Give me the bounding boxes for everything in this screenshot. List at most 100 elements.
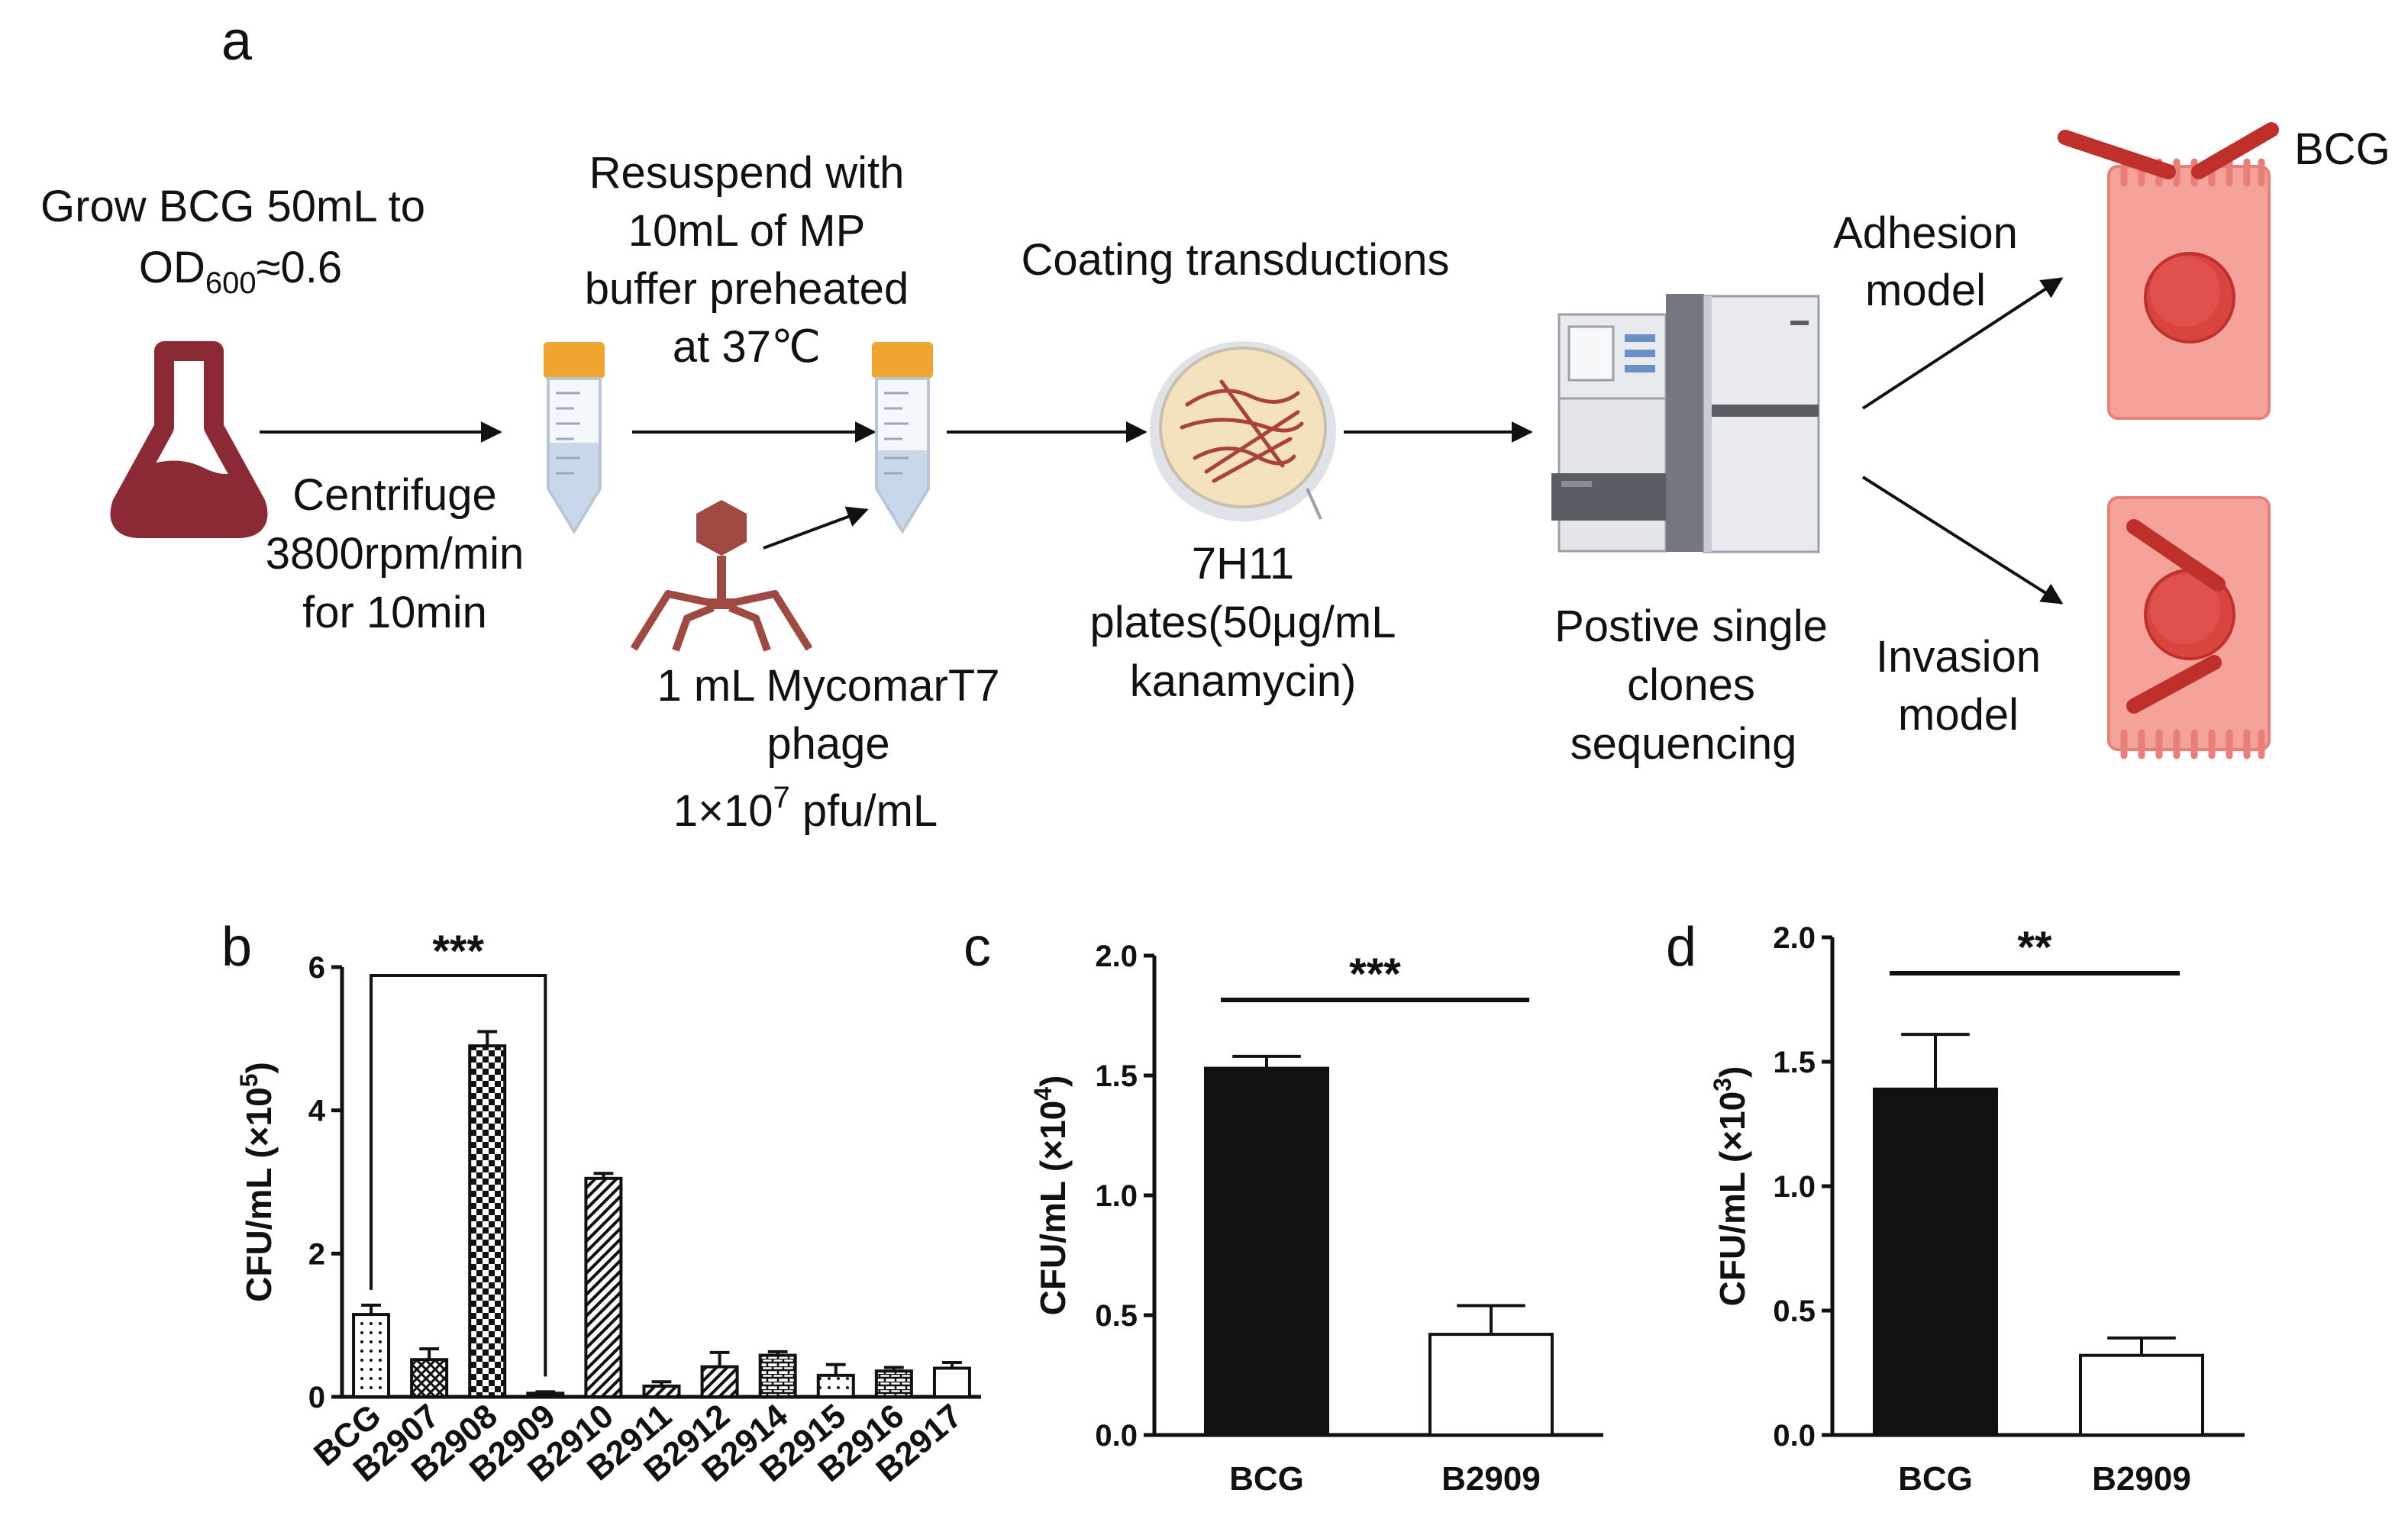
y-tick-label: 2 bbox=[308, 1237, 325, 1271]
sequencing-line1: Postive single bbox=[1554, 601, 1828, 651]
invasion-cell-icon bbox=[2107, 496, 2271, 759]
grow-text-line1: Grow BCG 50mL to bbox=[40, 182, 425, 231]
phage-line2: phage bbox=[767, 719, 889, 769]
significance-label: *** bbox=[1349, 950, 1401, 999]
resuspend-line2: 10mL of MP bbox=[628, 206, 866, 256]
y-tick-label: 6 bbox=[308, 951, 325, 985]
y-tick-label: 0 bbox=[308, 1381, 325, 1414]
grow-text-line2: OD600≈0.6 bbox=[139, 243, 342, 300]
resuspend-line3: buffer preheated bbox=[585, 264, 909, 314]
category-label: BCG bbox=[1898, 1460, 1973, 1498]
arrow-to-adhesion bbox=[1861, 277, 2064, 410]
significance-label: *** bbox=[432, 927, 484, 976]
adhesion-line2: model bbox=[1865, 266, 1986, 315]
y-axis-label-base: CFU/mL (×10 bbox=[239, 1087, 279, 1302]
plates-line1: 7H11 bbox=[1192, 539, 1294, 589]
arrow-to-invasion bbox=[1861, 476, 2064, 605]
bar-B2917 bbox=[932, 1366, 971, 1399]
tube-icon-1 bbox=[544, 342, 605, 534]
y-axis-label-end: ) bbox=[1033, 1075, 1073, 1087]
bar-B2910 bbox=[584, 1176, 623, 1399]
y-axis-label-end: ) bbox=[1712, 1066, 1752, 1078]
panel-b-letter: b bbox=[221, 917, 252, 978]
od-label: OD bbox=[139, 243, 205, 292]
y-axis-label-end: ) bbox=[239, 1062, 279, 1073]
bar-BCG bbox=[1204, 1066, 1329, 1437]
y-axis-label-exponent: 5 bbox=[235, 1073, 263, 1087]
centrifuge-line3: for 10min bbox=[302, 588, 487, 637]
phage-line1: 1 mL MycomarT7 bbox=[657, 661, 999, 711]
bcg-label: BCG bbox=[2294, 124, 2390, 174]
coating-text: Coating transductions bbox=[1022, 235, 1450, 285]
plates-line2: plates(50μg/mL bbox=[1090, 598, 1396, 647]
bar-B2907 bbox=[410, 1358, 449, 1398]
y-axis-label-base: CFU/mL (×10 bbox=[1712, 1092, 1752, 1307]
sequencer-icon bbox=[1551, 294, 1820, 553]
bar-B2916 bbox=[874, 1369, 913, 1398]
y-tick-label: 0.0 bbox=[1095, 1419, 1138, 1453]
titer-exponent: 7 bbox=[773, 781, 789, 814]
bar-BCG bbox=[1873, 1087, 1998, 1437]
y-tick-label: 2.0 bbox=[1095, 940, 1138, 973]
sequencing-line3: sequencing bbox=[1570, 719, 1797, 769]
centrifuge-line1: Centrifuge bbox=[292, 470, 497, 520]
arrow-phage-to-tube bbox=[763, 506, 869, 550]
y-axis-label-exponent: 4 bbox=[1029, 1087, 1057, 1101]
panel-d-letter: d bbox=[1666, 917, 1696, 978]
y-tick-label: 1.5 bbox=[1773, 1046, 1816, 1079]
panel-a: a Grow BCG 50mL to OD600≈0.6 Centrifuge … bbox=[40, 11, 2390, 836]
y-tick-label: 4 bbox=[308, 1095, 326, 1128]
bar-BCG bbox=[352, 1313, 391, 1399]
y-axis-label: CFU/mL (×104) bbox=[1029, 1075, 1073, 1316]
y-tick-label: 0.5 bbox=[1095, 1299, 1138, 1333]
y-tick-label: 2.0 bbox=[1773, 921, 1816, 955]
bar-B2909 bbox=[526, 1391, 565, 1399]
bacterium-4 bbox=[2126, 655, 2222, 714]
bar-B2914 bbox=[758, 1353, 797, 1398]
category-label: B2909 bbox=[2092, 1460, 2191, 1498]
adhesion-cell-icon bbox=[2058, 122, 2279, 420]
bar-B2909 bbox=[1428, 1333, 1554, 1437]
y-axis-label-base: CFU/mL (×10 bbox=[1033, 1101, 1073, 1316]
panel-c-letter: c bbox=[964, 917, 991, 978]
titer-base: 1×10 bbox=[673, 786, 773, 836]
y-axis-label: CFU/mL (×103) bbox=[1709, 1066, 1752, 1307]
adhesion-line1: Adhesion bbox=[1833, 208, 2018, 258]
bar-B2912 bbox=[700, 1365, 739, 1398]
centrifuge-line2: 3800rpm/min bbox=[266, 529, 524, 579]
y-tick-label: 0.0 bbox=[1773, 1419, 1816, 1453]
phage-icon bbox=[630, 500, 813, 652]
od-subscript: 600 bbox=[205, 266, 257, 300]
y-tick-label: 1.0 bbox=[1773, 1170, 1816, 1204]
y-tick-label: 1.0 bbox=[1095, 1179, 1138, 1213]
significance-label: ** bbox=[2017, 923, 2052, 972]
y-axis-label: CFU/mL (×105) bbox=[235, 1062, 279, 1302]
panel-a-letter: a bbox=[221, 11, 253, 72]
bar-B2908 bbox=[468, 1044, 507, 1398]
bacterium-1 bbox=[2058, 130, 2176, 179]
category-label: B2909 bbox=[1441, 1460, 1541, 1498]
bacterium-3 bbox=[2126, 519, 2226, 592]
bar-B2909 bbox=[2079, 1353, 2204, 1437]
category-label: BCG bbox=[1229, 1460, 1304, 1498]
petri-plate-icon bbox=[1150, 341, 1336, 521]
y-tick-label: 1.5 bbox=[1095, 1059, 1138, 1093]
flask-icon bbox=[110, 341, 268, 538]
titer-unit: pfu/mL bbox=[790, 786, 938, 836]
y-tick-label: 0.5 bbox=[1773, 1295, 1816, 1328]
y-axis-label-exponent: 3 bbox=[1709, 1078, 1736, 1092]
od-value: ≈0.6 bbox=[257, 243, 342, 292]
tube-icon-2 bbox=[872, 342, 933, 534]
bar-B2915 bbox=[816, 1373, 855, 1398]
invasion-line1: Invasion bbox=[1876, 632, 2041, 682]
titer-text: 1×107 pfu/mL bbox=[673, 781, 938, 836]
significance-bracket bbox=[370, 974, 547, 1377]
invasion-line2: model bbox=[1898, 690, 2019, 740]
resuspend-line1: Resuspend with bbox=[589, 148, 905, 198]
plates-line3: kanamycin) bbox=[1130, 656, 1357, 706]
bacterium-2 bbox=[2191, 122, 2279, 179]
